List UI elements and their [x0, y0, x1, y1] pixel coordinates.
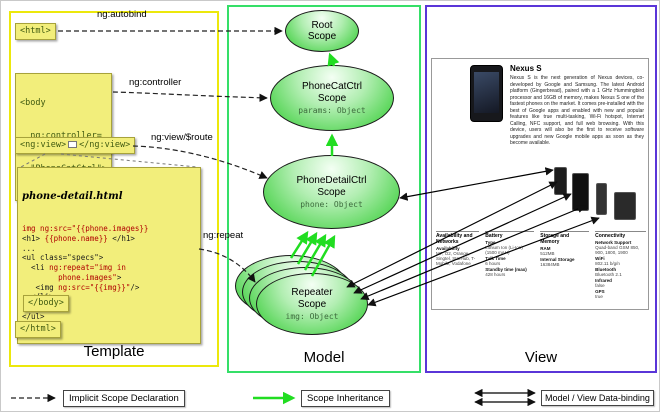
spec-value: 6 hours: [485, 261, 501, 266]
html-open-tag-note: <html>: [15, 23, 56, 41]
phone-detail-page: Nexus S Nexus S is the next generation o…: [431, 58, 649, 310]
spec-value: 802.11 b/g/n: [595, 261, 620, 266]
code-line: <img ng:src="{{img}}"/>: [22, 282, 140, 292]
ng-repeat-label: ng:repeat: [203, 230, 244, 241]
code-line: ...: [22, 243, 36, 253]
spec-label: Infrared: [595, 278, 612, 283]
spec-value: M7, O2, Orange, Singtel, StarHub, T-Mobi…: [436, 251, 476, 266]
scope-property: img: Object: [285, 311, 339, 321]
scope-property: phone: Object: [300, 199, 363, 209]
html-close-tag-note: </html>: [15, 321, 61, 339]
phone-thumbnail: [572, 173, 589, 211]
phone-screen: [474, 72, 499, 113]
phone-detail-code-note: phone-detail.html img ng:src="{{phone.im…: [17, 167, 201, 344]
spec-value: Lithium Ion (Li-Ion) (1500 mAH): [485, 245, 523, 255]
ng-view-route-label: ng:view/$route: [151, 132, 213, 143]
spec-label: Bluetooth: [595, 267, 617, 272]
spec-label: WiFi: [595, 256, 605, 261]
scope-name: Scope: [297, 298, 327, 310]
spec-label: GPS: [595, 289, 605, 294]
ngview-close-tag: </ng:view>: [79, 140, 131, 150]
code-line: <ul class="specs">: [22, 253, 104, 263]
body-tag-line: <body: [20, 98, 46, 109]
phone-thumbnail: [614, 192, 636, 220]
code-file-title: phone-detail.html: [22, 190, 123, 202]
model-panel-label: Model: [303, 349, 345, 366]
phone-thumbnail: [554, 167, 567, 195]
repeater-scope-ellipse: Repeater Scope img: Object: [256, 273, 368, 335]
ng-controller-label: ng:controller: [129, 77, 182, 88]
scope-name: Scope: [307, 31, 337, 42]
code-line: </ul>: [22, 311, 45, 321]
spec-label: Network Support: [595, 240, 632, 245]
spec-value: 16384MB: [540, 262, 560, 267]
page-title: Nexus S: [510, 64, 542, 73]
template-panel-label: Template: [83, 343, 145, 360]
view-placeholder-rect: [68, 141, 78, 148]
scope-name: Scope: [317, 92, 347, 104]
spec-header: Battery: [485, 233, 503, 239]
root-scope-ellipse: Root Scope: [285, 10, 359, 52]
legend-data-binding: Model / View Data-binding: [541, 390, 654, 406]
legend-scope-inheritance: Scope Inheritance: [301, 390, 390, 407]
spec-value: true: [595, 294, 603, 299]
code-line: <h1> {{phone.name}} </h1>: [22, 233, 135, 243]
legend-implicit-scope: Implicit Scope Declaration: [63, 390, 185, 407]
scope-property: params: Object: [298, 105, 366, 115]
scope-name: PhoneDetailCtrl: [296, 175, 367, 187]
scope-name: Root: [311, 19, 333, 31]
ngview-tag-note: <ng:view> </ng:view>: [15, 137, 136, 155]
spec-value: Quad-band GSM 850, 900, 1800, 1900: [595, 245, 640, 255]
phone-thumbnail: [596, 183, 607, 215]
ng-autobind-label: ng:autobind: [97, 9, 147, 20]
scope-name: Repeater: [291, 287, 333, 299]
spec-value: 512MB: [540, 251, 555, 256]
body-tag-line: ng:controller=: [20, 131, 107, 142]
code-line: phone.images">: [22, 272, 122, 282]
phonedetailctrl-scope-ellipse: PhoneDetailCtrl Scope phone: Object: [263, 155, 400, 229]
phonecatctrl-scope-ellipse: PhoneCatCtrl Scope params: Object: [270, 65, 394, 131]
view-panel-label: View: [524, 349, 558, 366]
code-line: img ng:src="{{phone.images}}: [22, 224, 149, 233]
spec-value: Bluetooth 2.1: [595, 272, 622, 277]
spec-header: Connectivity: [595, 233, 626, 239]
phone-main-image: [470, 65, 503, 122]
body-close-tag-note: </body>: [23, 295, 69, 313]
spec-value: 428 hours: [485, 272, 506, 277]
ngview-open-tag: <ng:view>: [20, 140, 67, 150]
scope-name: PhoneCatCtrl: [301, 81, 363, 93]
spec-header: Storage and Memory: [540, 233, 570, 245]
page-description: Nexus S is the next generation of Nexus …: [510, 75, 644, 146]
scope-name: Scope: [317, 186, 346, 198]
spec-header: Availability and Networks: [436, 233, 473, 245]
spec-value: false: [595, 283, 605, 288]
code-line: <li ng:repeat="img in: [22, 263, 126, 272]
